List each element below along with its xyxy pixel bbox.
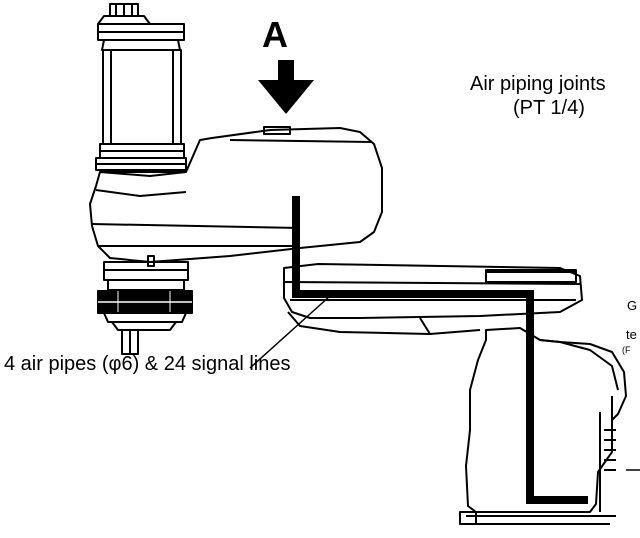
view-label: A bbox=[262, 14, 288, 55]
down-arrow-icon bbox=[258, 60, 314, 114]
base bbox=[459, 327, 627, 525]
cable-route-line bbox=[292, 196, 588, 504]
air-joints-spec: (PT 1/4) bbox=[513, 97, 585, 119]
pipes-signal-label: 4 air pipes (φ6) & 24 signal lines bbox=[4, 353, 291, 375]
cutoff-text-1: G bbox=[627, 298, 638, 313]
spline-shaft bbox=[97, 255, 193, 355]
air-joints-label: Air piping joints bbox=[470, 73, 606, 95]
cutoff-text-3: (F bbox=[622, 345, 631, 355]
cutoff-text-2: te bbox=[626, 327, 637, 342]
z-axis-cover bbox=[95, 3, 187, 171]
pipes-leader-line bbox=[249, 295, 331, 369]
arm-2 bbox=[283, 263, 583, 335]
arm-1-body bbox=[89, 126, 383, 263]
